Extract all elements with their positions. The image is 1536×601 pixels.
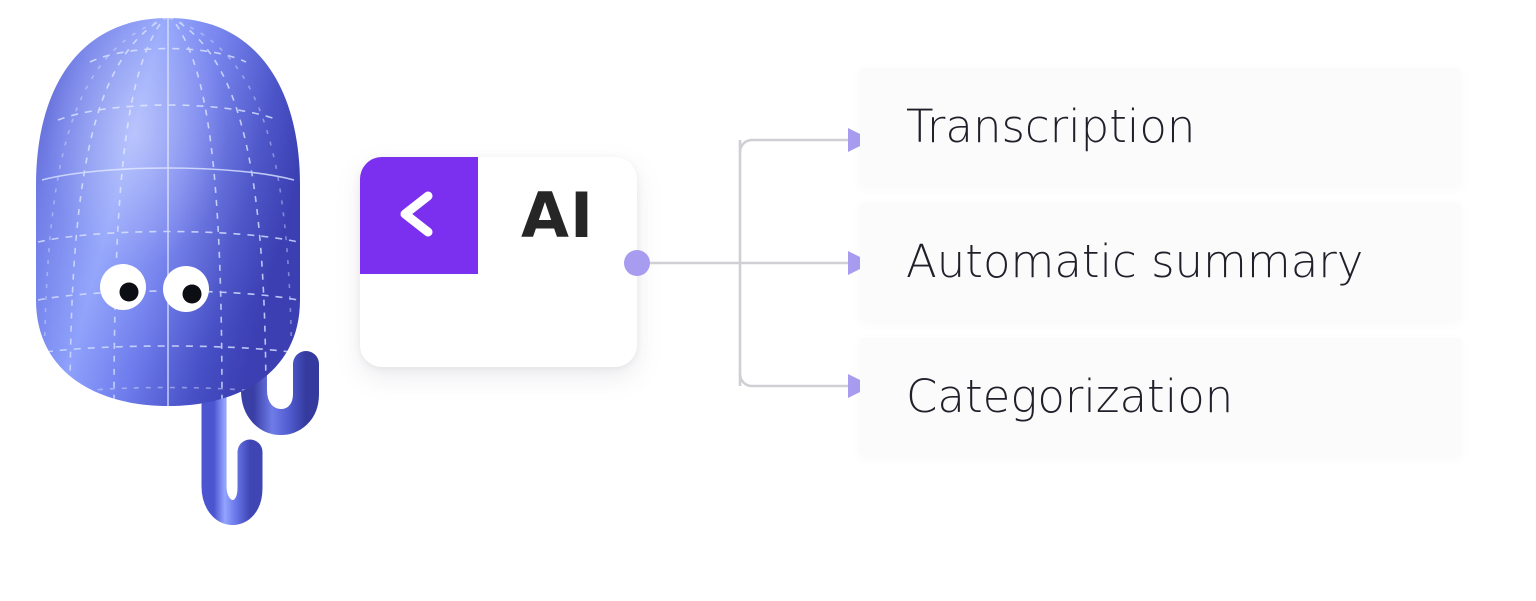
octopus-mascot — [18, 0, 338, 601]
connector-lines — [637, 138, 852, 388]
ai-card-label: AI — [520, 179, 595, 252]
chevron-left-icon — [390, 185, 448, 247]
output-row-categorization[interactable]: Categorization — [860, 338, 1461, 455]
mascot-eyes — [100, 264, 209, 312]
ai-card[interactable]: AI — [360, 157, 637, 367]
output-row-transcription[interactable]: Transcription — [860, 68, 1461, 185]
output-row-automatic-summary[interactable]: Automatic summary — [860, 203, 1461, 320]
connector-graph — [600, 40, 900, 470]
output-label: Transcription — [906, 100, 1196, 153]
outputs-list: Transcription Automatic summary Categori… — [860, 68, 1461, 455]
right-pupil — [182, 284, 202, 304]
ai-card-badge — [360, 157, 478, 274]
output-label: Automatic summary — [906, 235, 1364, 288]
output-label: Categorization — [906, 370, 1234, 423]
left-pupil — [119, 282, 139, 302]
mascot-head — [36, 18, 300, 406]
